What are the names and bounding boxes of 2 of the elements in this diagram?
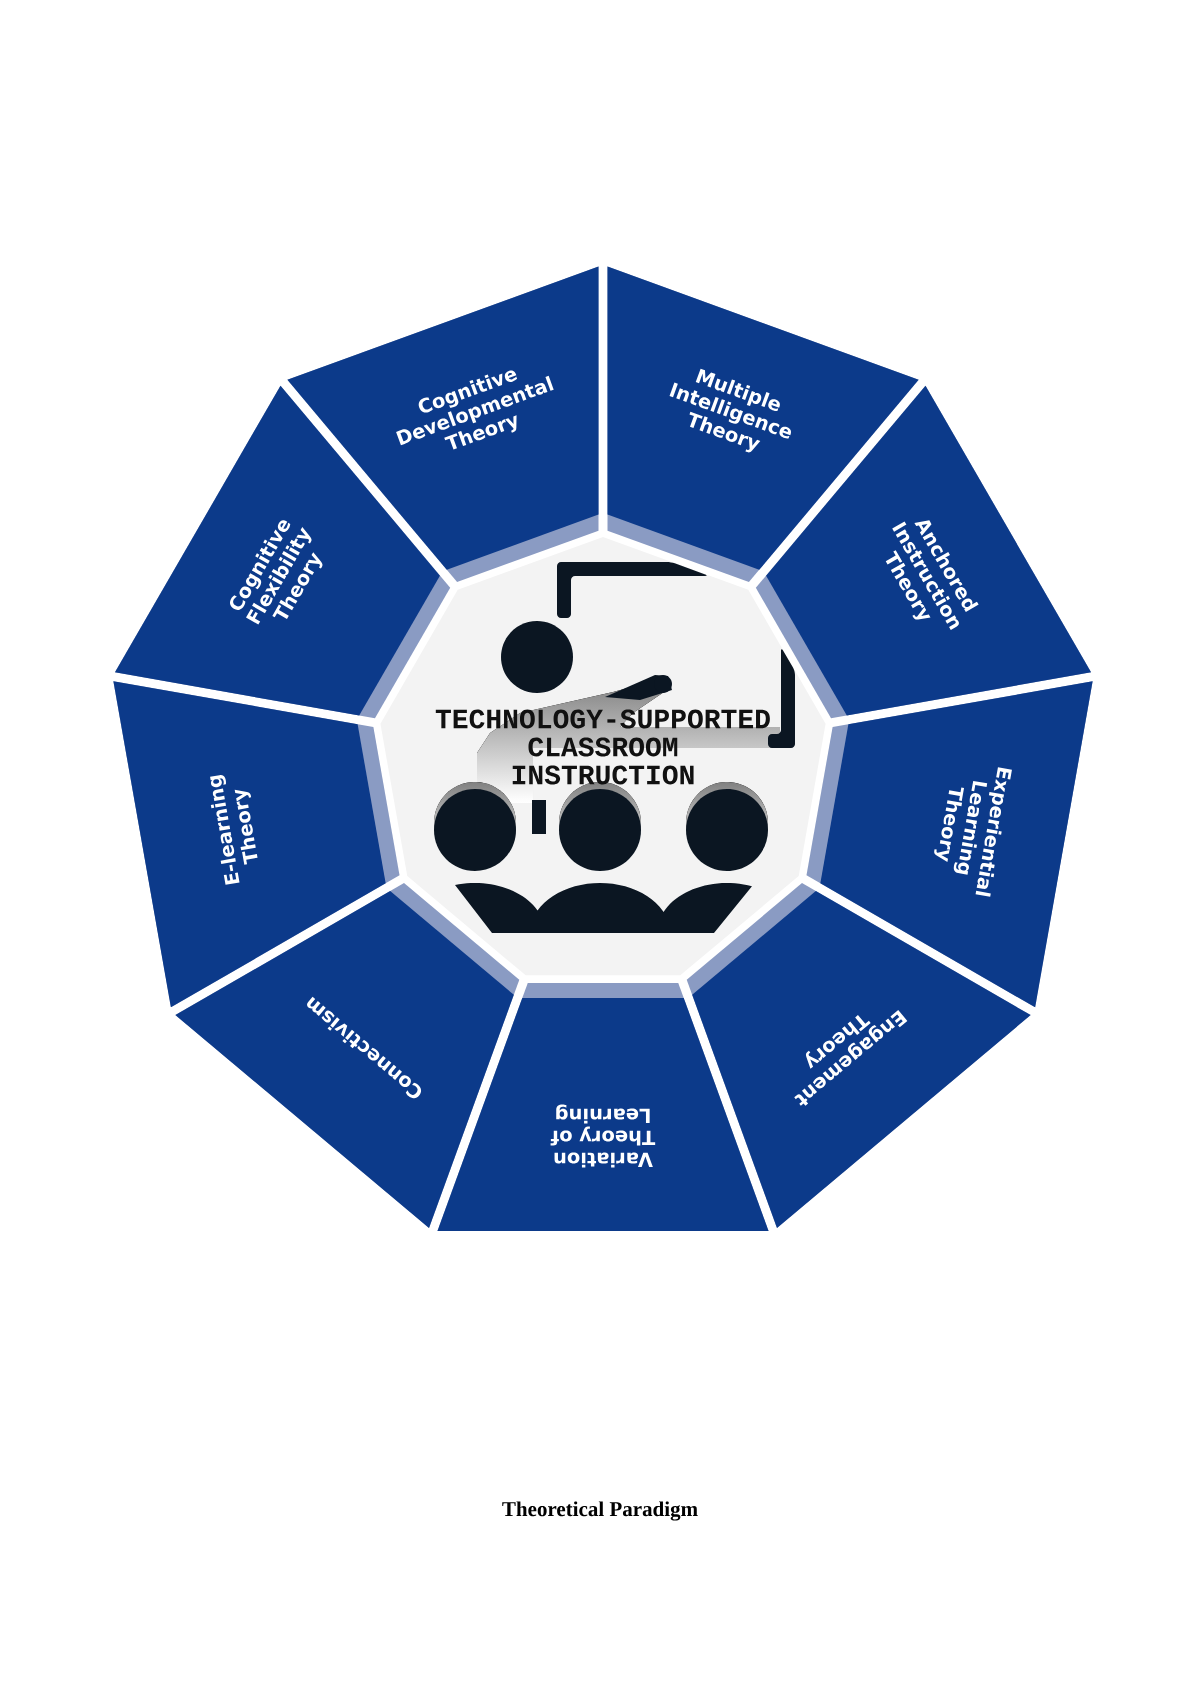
- center-nonagon: TECHNOLOGY-SUPPORTED CLASSROOM INSTRUCTION: [380, 537, 826, 976]
- caption: Theoretical Paradigm: [502, 1501, 698, 1521]
